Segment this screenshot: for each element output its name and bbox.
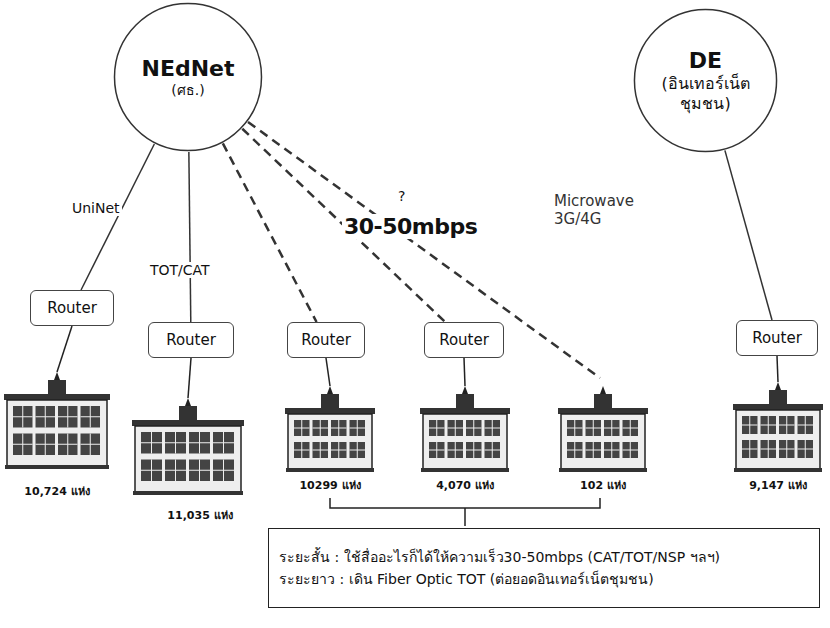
node-text: Router xyxy=(166,331,216,349)
node-text: NEdNet xyxy=(141,55,234,83)
router-box: Router xyxy=(148,322,234,358)
network-link xyxy=(81,144,154,290)
router-wire xyxy=(464,358,465,386)
network-circle: NEdNet(ศธ.) xyxy=(113,2,263,152)
link-label: ? xyxy=(396,188,407,204)
node-text: (อินเทอร์เน็ต ชุมชน) xyxy=(648,74,763,114)
node-text: Router xyxy=(439,331,489,349)
school-building xyxy=(733,382,823,472)
school-count: 102 แห่ง xyxy=(578,476,628,494)
link-label: UniNet xyxy=(70,200,122,216)
router-wire xyxy=(326,358,330,386)
node-text: Router xyxy=(301,331,351,349)
school-building xyxy=(132,398,244,495)
node-text: DE xyxy=(689,47,722,75)
school-count: 10,724 แห่ง xyxy=(22,482,91,500)
link-label: Microwave 3G/4G xyxy=(552,192,646,228)
router-box: Router xyxy=(736,320,818,356)
group-bracket xyxy=(330,498,600,526)
node-text: (ศธ.) xyxy=(171,82,204,100)
router-box: Router xyxy=(424,322,504,358)
network-circle: DE(อินเทอร์เน็ต ชุมชน) xyxy=(633,8,778,153)
note-box: ระยะสั้น : ใช้สื่ออะไรก็ได้ให้ความเร็ว30… xyxy=(268,528,820,608)
router-wire xyxy=(188,358,191,398)
network-link xyxy=(725,150,772,320)
link-label: TOT/CAT xyxy=(148,262,212,278)
node-text: Router xyxy=(752,329,802,347)
school-count: 4,070 แห่ง xyxy=(434,476,496,494)
microwave-link xyxy=(248,122,600,378)
node-text: Router xyxy=(47,299,97,317)
note-line: ระยะยาว : เดิน Fiber Optic TOT (ต่อยอดอิ… xyxy=(279,568,654,590)
school-count: 10299 แห่ง xyxy=(297,476,362,494)
network-link xyxy=(223,143,317,322)
router-wire xyxy=(57,326,72,372)
school-building xyxy=(285,386,375,472)
router-box: Router xyxy=(30,290,114,326)
router-wire xyxy=(777,356,778,382)
router-box: Router xyxy=(287,322,365,358)
school-building xyxy=(4,372,110,469)
network-link xyxy=(189,152,191,322)
school-building xyxy=(558,386,648,472)
note-line: ระยะสั้น : ใช้สื่ออะไรก็ได้ให้ความเร็ว30… xyxy=(279,546,720,568)
school-count: 11,035 แห่ง xyxy=(165,506,234,524)
school-building xyxy=(420,386,510,472)
link-label: 30-50mbps xyxy=(342,214,479,239)
school-count: 9,147 แห่ง xyxy=(747,476,809,494)
